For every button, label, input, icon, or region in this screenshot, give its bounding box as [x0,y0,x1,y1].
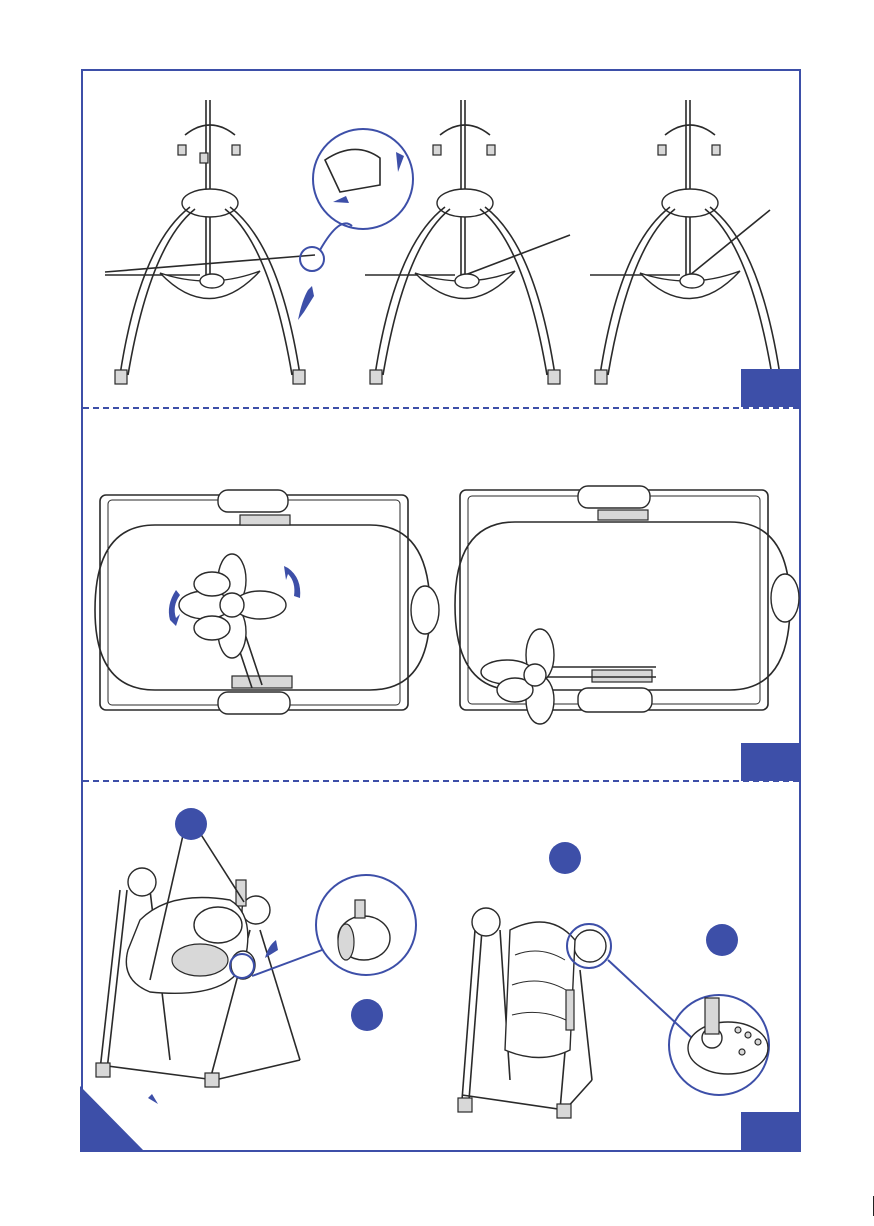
canopy-chair [458,908,606,1118]
section-b-illustrations [0,400,874,780]
swing-figure-2 [365,100,570,384]
section-c-illustrations [0,780,874,1160]
section-b-tab [741,743,801,781]
top-view-left [95,490,439,714]
step-marker-1 [175,808,207,840]
control-panel-detail [688,998,768,1074]
section-a-illustrations [0,0,874,420]
recline-knob-detail [338,900,390,960]
top-view-right [455,486,799,724]
swing-figure-1 [105,100,315,384]
step-marker-4 [706,924,738,956]
step-marker-2 [351,999,383,1031]
step-marker-3 [549,842,581,874]
swing-figure-3 [590,100,785,384]
section-c-tab [741,1112,801,1152]
mobile-toy-flower [179,554,286,658]
